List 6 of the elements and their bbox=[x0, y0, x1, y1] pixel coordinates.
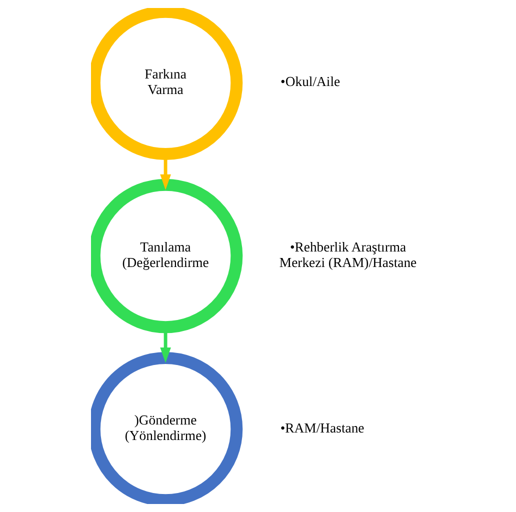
node-label: •RAM/Hastane bbox=[280, 420, 364, 436]
node-circle: )Gönderme (Yönlendirme) bbox=[90, 352, 242, 504]
node-label: •Rehberlik Araştırma Merkezi (RAM)/Hastane bbox=[278, 240, 416, 270]
node-label: •Okul/Aile bbox=[280, 74, 340, 90]
node-circle: Farkına Varma bbox=[90, 8, 242, 160]
node-circle: Tanılama (Değerlendirme bbox=[90, 178, 242, 334]
